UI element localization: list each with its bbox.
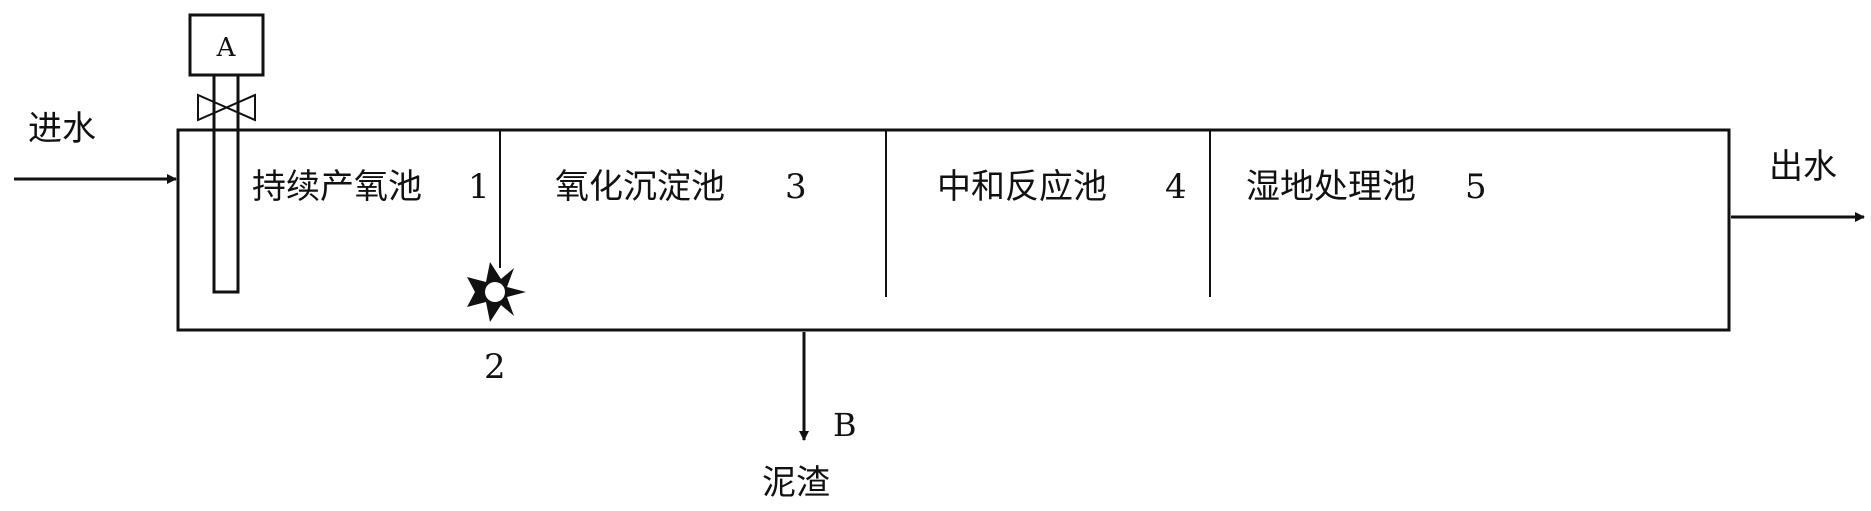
inlet-label: 进水	[28, 109, 96, 149]
tank-1-number: 1	[468, 167, 490, 207]
tank-5-number: 5	[1465, 167, 1487, 207]
sludge-label: 泥渣	[762, 463, 830, 503]
valve-icon	[197, 93, 256, 122]
tank-5-name: 湿地处理池	[1246, 167, 1416, 207]
aerator-number: 2	[484, 347, 506, 387]
tank-3-number: 3	[785, 167, 807, 207]
treatment-tank-outline	[176, 128, 1731, 332]
outlet-label: 出水	[1769, 147, 1837, 187]
sludge-outlet-label: B	[833, 406, 857, 444]
tank-4-name: 中和反应池	[937, 167, 1107, 207]
tank-3-name: 氧化沉淀池	[555, 167, 725, 207]
tank-4-number: 4	[1165, 167, 1187, 207]
device-a-label: A	[216, 33, 237, 63]
dosing-pipe	[212, 73, 240, 294]
aerator-icon	[467, 262, 526, 322]
tank-1-name: 持续产氧池	[252, 167, 422, 207]
